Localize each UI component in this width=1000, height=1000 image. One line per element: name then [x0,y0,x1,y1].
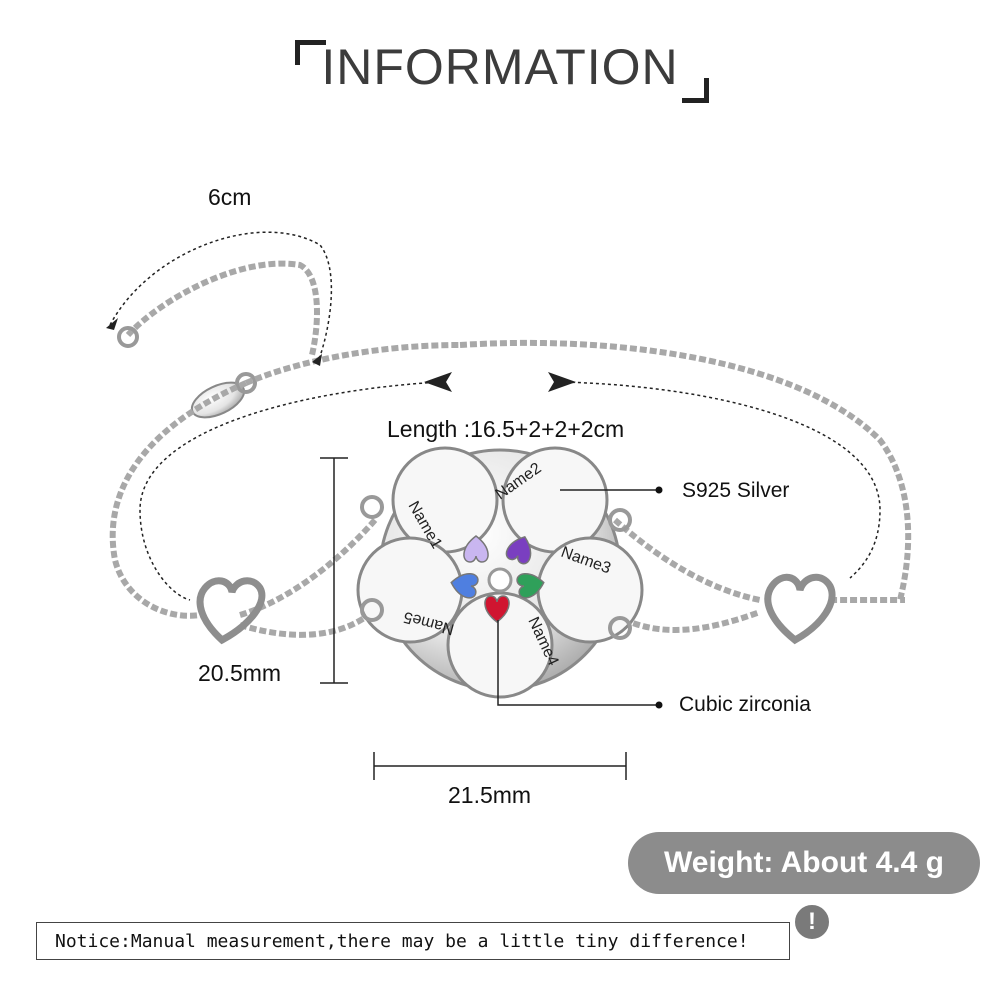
upper-chain-right [459,339,912,601]
right-chain-upper [613,517,761,603]
page-title: INFORMATION [321,39,679,95]
stone-leader [497,620,656,706]
gemstones [450,535,545,623]
extension-arrow [109,231,333,363]
stone-purple [505,535,532,565]
length-arc-right [559,381,881,579]
extension-arrowhead-end [312,354,322,366]
length-arrowhead-right [548,372,576,392]
extension-label: 6cm [208,184,252,210]
heart-link-right [764,573,836,645]
center-stone [487,567,513,593]
weight-badge: Weight: About 4.4 g [628,832,980,894]
heading-corner-top-left [295,40,326,65]
heading-corner-bottom-right [682,78,709,103]
material-label: S925 Silver [682,479,790,502]
notice-text: Notice:Manual measurement,there may be a… [55,931,749,952]
length-arrowhead-left [424,372,452,392]
chain-end-ring [117,326,139,348]
left-chain-outer [109,380,248,619]
upper-chain-left [244,342,461,386]
left-chain-lower [239,607,377,638]
stone-label: Cubic zirconia [679,693,811,716]
right-chain-lower [613,609,762,633]
clasp-ring [235,372,257,394]
material-dot [655,486,663,494]
height-label: 20.5mm [198,660,282,686]
extension-arrowhead [106,318,118,330]
stone-red [484,595,510,623]
length-arc-left [139,381,441,601]
stone-light-purple [463,535,489,563]
stone-dot [655,701,663,709]
length-label: Length :16.5+2+2+2cm [387,416,625,442]
left-chain-upper [239,518,378,618]
stone-blue [450,573,479,599]
heart-link-left [196,577,266,645]
notice-box: Notice:Manual measurement,there may be a… [36,922,790,960]
width-label: 21.5mm [448,782,532,808]
alert-icon: ! [792,902,832,942]
stone-green [516,573,545,599]
extension-chain [125,260,320,356]
